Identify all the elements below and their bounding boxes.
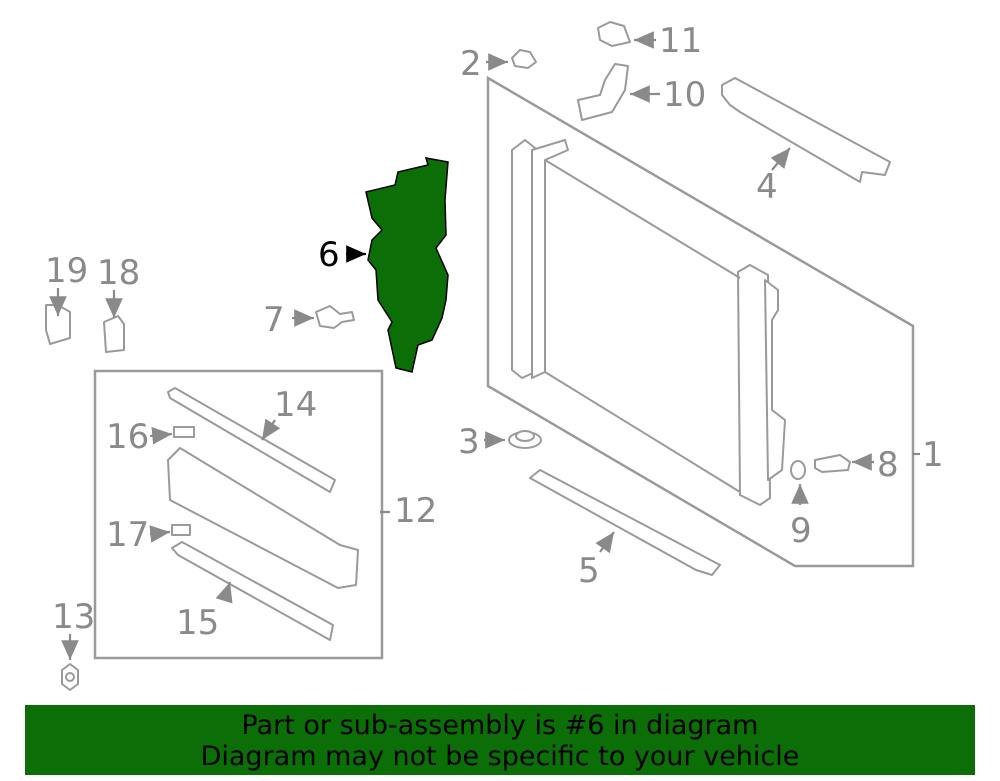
radiator-right-tank — [737, 264, 771, 506]
radiator-frame-outline — [486, 75, 915, 568]
callout-3: 3 — [458, 422, 480, 462]
upper-support-bracket — [721, 77, 891, 183]
bracket-part-12 — [167, 447, 359, 589]
callout-18: 18 — [97, 253, 140, 293]
callout-14: 14 — [274, 385, 317, 425]
callout-9: 9 — [790, 511, 812, 551]
parts-diagram: 1 2 3 4 5 6 7 8 9 10 11 12 13 14 15 16 1… — [45, 21, 944, 691]
drain-cock-part-8 — [814, 454, 851, 473]
callout-7: 7 — [263, 300, 285, 340]
seal-part-15 — [171, 541, 334, 641]
callout-17: 17 — [106, 515, 149, 555]
air-guide-part-6 — [365, 157, 449, 373]
washer-part-9 — [790, 460, 806, 480]
callout-11: 11 — [659, 21, 702, 61]
callout-2: 2 — [460, 44, 482, 84]
callout-16: 16 — [106, 417, 149, 457]
callout-10: 10 — [663, 75, 706, 115]
callout-15: 15 — [176, 603, 219, 643]
callout-6: 6 — [318, 235, 340, 275]
pad-part-17 — [171, 524, 191, 536]
banner-line-1: Part or sub-assembly is #6 in diagram — [241, 710, 759, 741]
bolt-part-7 — [315, 305, 355, 329]
callout-1: 1 — [922, 435, 944, 475]
kit-box-part-12 — [93, 369, 384, 660]
hose-connector-part-10 — [577, 63, 629, 121]
callout-19: 19 — [45, 251, 88, 291]
callout-5: 5 — [578, 551, 600, 591]
nut-part-13 — [61, 663, 79, 691]
info-banner: Part or sub-assembly is #6 in diagram Di… — [25, 705, 975, 775]
clip-part-2 — [511, 49, 537, 69]
callout-4: 4 — [756, 167, 778, 207]
clip-part-18 — [103, 315, 125, 353]
callout-13: 13 — [52, 597, 95, 637]
callout-8: 8 — [877, 445, 899, 485]
callout-12: 12 — [394, 491, 437, 531]
banner-line-2: Diagram may not be specific to your vehi… — [200, 741, 800, 772]
seal-part-14 — [167, 387, 336, 493]
lower-seal — [529, 469, 721, 576]
radiator-assembly-group — [486, 75, 915, 568]
pad-part-16 — [173, 426, 195, 438]
cap-part-11 — [597, 21, 631, 47]
